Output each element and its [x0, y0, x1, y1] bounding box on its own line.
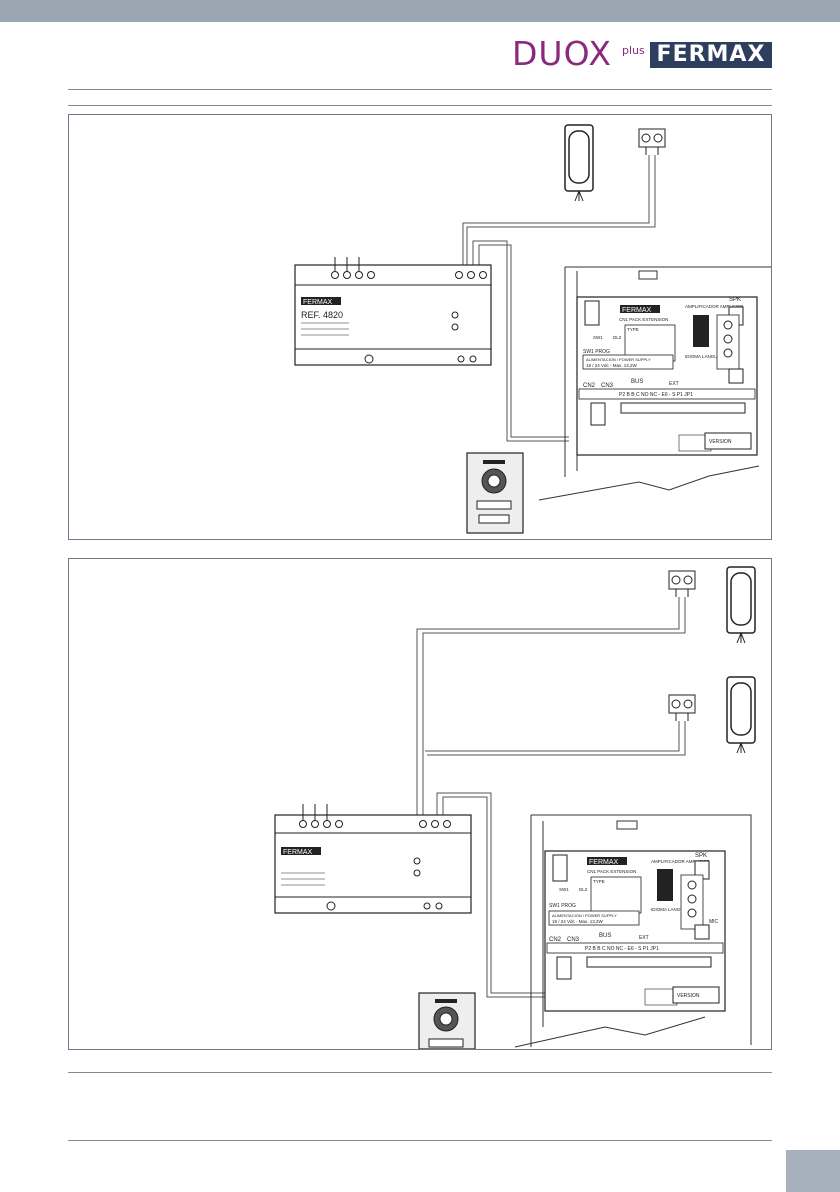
- duox-logo-text: DUOX: [512, 34, 613, 73]
- power-supply-ref: REF. 4820: [301, 310, 343, 320]
- board-sw1-label: SW1: [559, 887, 569, 892]
- board-cn3-label: CN3: [601, 383, 614, 389]
- power-supply-brand: FERMAX: [283, 849, 313, 856]
- board-cn1-label: CN1 PACK EXTENSION: [587, 869, 636, 874]
- terminal-block-2-icon: [668, 694, 696, 721]
- door-panel-housing: [514, 814, 752, 1048]
- fermax-logo: FERMAX: [650, 42, 772, 68]
- board-dl2-label: DL2: [579, 887, 588, 892]
- board-terminal-labels: P2 B B C NO NC - E6 - S P1 JP1: [619, 392, 693, 398]
- board-ext-label: EXT: [639, 935, 649, 941]
- bus-cable-monitor: [462, 155, 656, 265]
- board-version-label: VERSION: [677, 993, 700, 999]
- wiring-diagram-top: FERMAX REF. 4820 FERMAX AMPLIFICADOR AMP…: [294, 124, 771, 534]
- board-type-label: TYPE: [593, 879, 605, 884]
- board-idioma-label: IDIOMA LANGUAGE: [651, 907, 693, 912]
- board-idioma-label: IDIOMA LANGUAGE: [685, 354, 727, 359]
- board-amplifier-label: AMPLIFICADOR AMPLIFIER: [685, 304, 744, 309]
- board-voltage-label: 18 / 24 Vdc - Max. 13,2W: [586, 363, 638, 368]
- power-supply-unit: FERMAX: [274, 804, 472, 914]
- board-version-label: VERSION: [709, 439, 732, 445]
- board-sw1-prog-label: SW1 PROG: [583, 349, 610, 355]
- monitor-icon: [564, 124, 594, 202]
- header-rule-2: [68, 105, 772, 106]
- duox-logo-suffix: plus: [622, 44, 645, 57]
- duox-plus-logo: DUOX plus: [512, 34, 645, 73]
- bus-cable-monitors: [416, 597, 686, 815]
- top-banner: [0, 0, 840, 22]
- board-brand: FERMAX: [622, 307, 652, 314]
- board-type-label: TYPE: [627, 327, 639, 332]
- board-terminal-labels: P2 B B C NO NC - E6 - S P1 JP1: [585, 946, 659, 952]
- board-brand: FERMAX: [589, 859, 619, 866]
- board-power-label: ALIMENTACION / POWER SUPPLY: [586, 357, 651, 362]
- power-supply-unit: FERMAX REF. 4820: [294, 257, 492, 366]
- board-sw1-label: SW1: [593, 335, 603, 340]
- board-spk-label: SPK: [695, 853, 707, 859]
- footer-rule-1: [68, 1072, 772, 1073]
- board-sw1-prog-label: SW1 PROG: [549, 903, 576, 909]
- board-ext-label: EXT: [669, 381, 679, 387]
- wiring-diagram-bottom: FERMAX FERMAX AMPLIFICADOR AMPLIFIER SPK…: [274, 566, 756, 1049]
- page-number-tab: [786, 1150, 840, 1192]
- board-cn1-label: CN1 PACK EXTENSION: [619, 317, 668, 322]
- door-panel-front-icon: [418, 992, 476, 1049]
- door-panel-board: FERMAX AMPLIFICADOR AMPLIFIER SPK CN1 PA…: [576, 296, 758, 456]
- board-cn3-label: CN3: [567, 937, 580, 943]
- board-spk-label: SPK: [729, 297, 741, 303]
- board-cn2-label: CN2: [549, 937, 562, 943]
- bus-cable-panel: [472, 240, 569, 442]
- board-dl2-label: DL2: [613, 335, 622, 340]
- terminal-block-1-icon: [668, 570, 696, 597]
- board-mic-label: MIC: [709, 919, 719, 925]
- terminal-block-icon: [638, 128, 666, 155]
- door-panel-front-icon: [466, 452, 524, 534]
- board-bus-label: BUS: [599, 933, 611, 939]
- diagram-panel-top: FERMAX REF. 4820 FERMAX AMPLIFICADOR AMP…: [68, 114, 772, 540]
- board-amplifier-label: AMPLIFICADOR AMPLIFIER: [651, 859, 710, 864]
- door-panel-board: FERMAX AMPLIFICADOR AMPLIFIER SPK CN1 PA…: [544, 850, 726, 1012]
- monitor-2-icon: [726, 676, 756, 754]
- monitor-1-icon: [726, 566, 756, 644]
- footer-rule-2: [68, 1140, 772, 1141]
- board-cn2-label: CN2: [583, 383, 596, 389]
- board-power-label: ALIMENTACION / POWER SUPPLY: [552, 913, 617, 918]
- power-supply-brand: FERMAX: [303, 299, 333, 306]
- board-bus-label: BUS: [631, 379, 643, 385]
- diagram-panel-bottom: FERMAX FERMAX AMPLIFICADOR AMPLIFIER SPK…: [68, 558, 772, 1050]
- board-voltage-label: 18 / 24 Vdc - Max. 13,2W: [552, 919, 604, 924]
- header-rule-1: [68, 89, 772, 90]
